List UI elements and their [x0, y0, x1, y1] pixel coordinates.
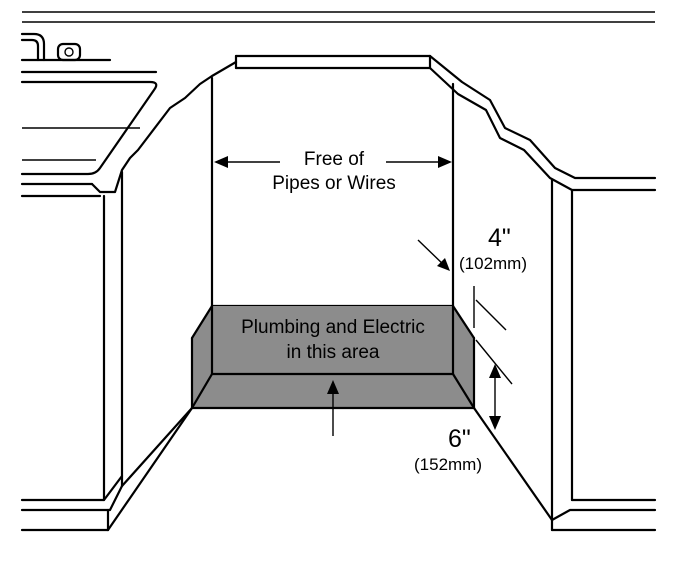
dimension-6in — [475, 339, 513, 430]
width-arrow — [214, 156, 452, 168]
up-arrow — [327, 380, 339, 436]
dimension-6in-label: 6" — [448, 425, 471, 453]
dimension-4in — [417, 239, 507, 331]
sink — [20, 32, 158, 186]
dimension-4in-mm: (102mm) — [459, 254, 527, 273]
dimension-6in-mm: (152mm) — [414, 455, 482, 474]
left-cabinet — [20, 170, 194, 532]
free-label-line1: Free of — [304, 149, 365, 170]
dimension-4in-label: 4" — [488, 224, 511, 252]
countertop-front — [234, 54, 432, 70]
plumbing-label-line2: in this area — [287, 342, 380, 363]
right-countertop — [428, 54, 657, 192]
plumbing-label-line1: Plumbing and Electric — [241, 317, 425, 338]
right-cabinet — [550, 178, 657, 532]
free-label-line2: Pipes or Wires — [272, 173, 396, 194]
left-countertop — [20, 60, 238, 198]
plumbing-electric-area — [190, 304, 476, 410]
floor-lines — [106, 406, 554, 532]
upper-wall-lines — [22, 11, 655, 23]
